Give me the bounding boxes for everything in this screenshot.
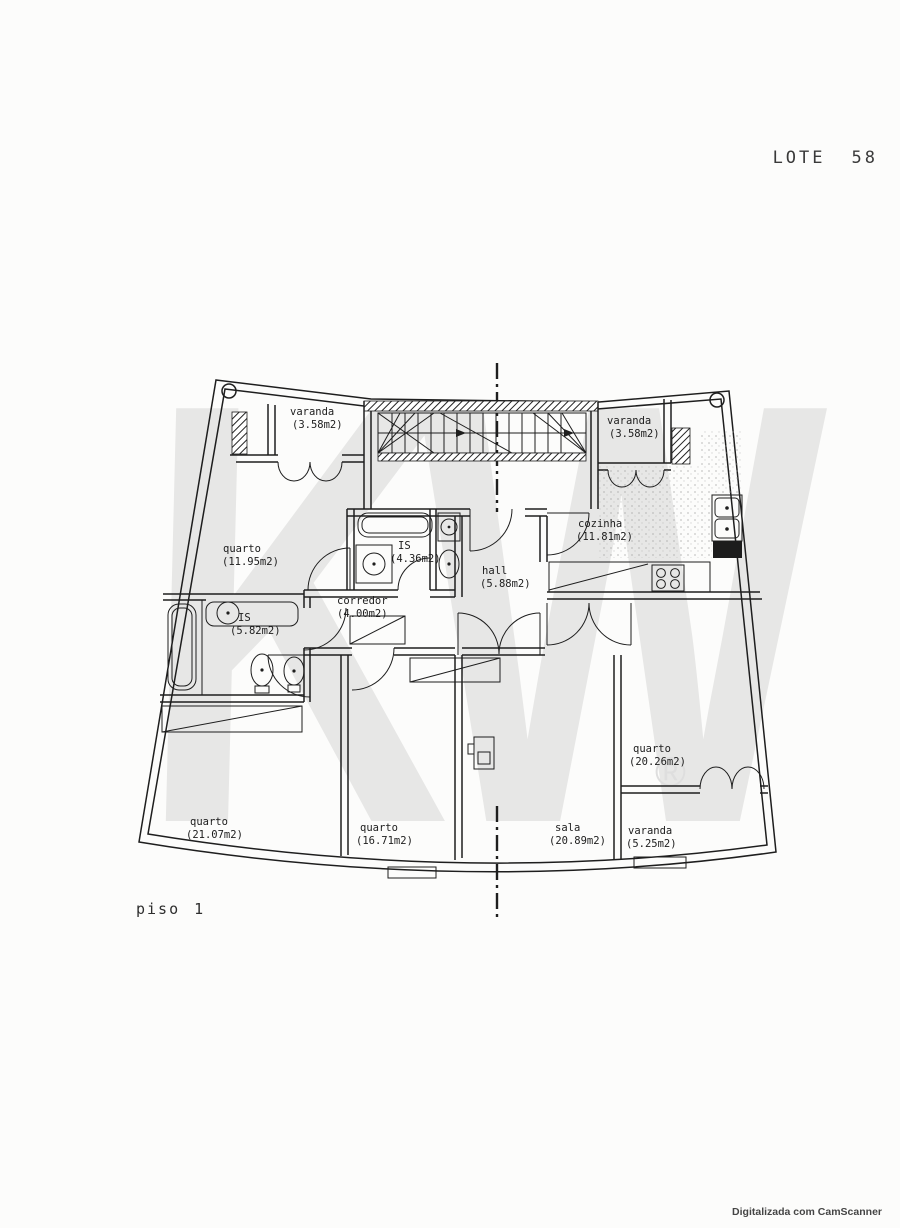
stairs (363, 400, 599, 509)
room-name: corredor (337, 595, 388, 607)
room-name: IS (238, 612, 251, 624)
room-label-quarto-bottom-left: quarto (21.07m2) (186, 816, 243, 841)
stair-direction-arrows (398, 429, 574, 437)
exterior-walls (138, 379, 777, 879)
registered-trademark-icon: ® (655, 748, 686, 795)
room-name: varanda (628, 825, 672, 837)
bathtub-icon (167, 603, 197, 691)
room-area: (4.00m2) (337, 608, 388, 620)
room-name: IS (398, 540, 411, 552)
room-label-is-left: IS (5.82m2) (230, 612, 281, 637)
room-area: (4.36m2) (390, 553, 441, 565)
room-label-cozinha: cozinha (11.81m2) (576, 518, 633, 543)
stove-icon (651, 564, 685, 592)
room-name: varanda (607, 415, 651, 427)
bidet-icon (283, 656, 305, 693)
bathroom-top-fixtures (355, 512, 461, 584)
bathroom-left-fixtures (167, 600, 305, 695)
room-area: (3.58m2) (292, 419, 343, 431)
room-name: sala (555, 822, 580, 834)
room-label-is-top: IS (4.36m2) (390, 540, 441, 565)
lot-title: LOTE 58 (773, 148, 878, 168)
room-area: (20.26m2) (629, 756, 686, 768)
room-area: (11.95m2) (222, 556, 279, 568)
camscanner-credit: Digitalizada com CamScanner (732, 1206, 882, 1218)
room-name: quarto (633, 743, 671, 755)
sala-fixture (467, 736, 495, 770)
toilet-icon (438, 549, 460, 579)
room-name: quarto (223, 543, 261, 555)
room-name: quarto (190, 816, 228, 828)
kitchen-fixtures (598, 430, 743, 592)
wardrobes (161, 561, 711, 733)
room-area: (5.88m2) (480, 578, 531, 590)
room-label-quarto-bottom-center: quarto (16.71m2) (356, 822, 413, 847)
floor-label: piso (136, 900, 181, 918)
interior-walls (160, 399, 768, 860)
room-area: (21.07m2) (186, 829, 243, 841)
room-area: (20.89m2) (549, 835, 606, 847)
room-area: (5.82m2) (230, 625, 281, 637)
room-name: varanda (290, 406, 334, 418)
lot-number: 58 (851, 148, 878, 168)
balcony-scallops (277, 461, 765, 790)
floor-title: piso 1 (136, 900, 205, 918)
toilet-icon (250, 653, 274, 694)
kitchen-sink-icon (711, 494, 743, 558)
wc-basin-icon (437, 512, 461, 542)
floor-number: 1 (194, 900, 206, 918)
room-area: (3.58m2) (609, 428, 660, 440)
room-label-quarto-left: quarto (11.95m2) (222, 543, 279, 568)
room-name: cozinha (578, 518, 622, 530)
room-area: (16.71m2) (356, 835, 413, 847)
room-label-varanda-top-right: varanda (3.58m2) (607, 415, 660, 440)
room-label-hall: hall (5.88m2) (480, 565, 531, 590)
door-arcs (267, 461, 765, 790)
bathtub-icon (357, 512, 433, 538)
room-label-varanda-bottom-right: varanda (5.25m2) (626, 825, 677, 850)
room-label-quarto-right: quarto (20.26m2) (629, 743, 686, 768)
washbasin-icon (355, 544, 393, 584)
room-label-sala: sala (20.89m2) (549, 822, 606, 847)
room-area: (11.81m2) (576, 531, 633, 543)
room-label-corredor: corredor (4.00m2) (337, 595, 388, 620)
washbasin-icon (205, 601, 299, 627)
room-name: hall (482, 565, 507, 577)
room-label-varanda-top-left: varanda (3.58m2) (290, 406, 343, 431)
room-area: (5.25m2) (626, 838, 677, 850)
room-name: quarto (360, 822, 398, 834)
lot-label: LOTE (772, 148, 826, 168)
